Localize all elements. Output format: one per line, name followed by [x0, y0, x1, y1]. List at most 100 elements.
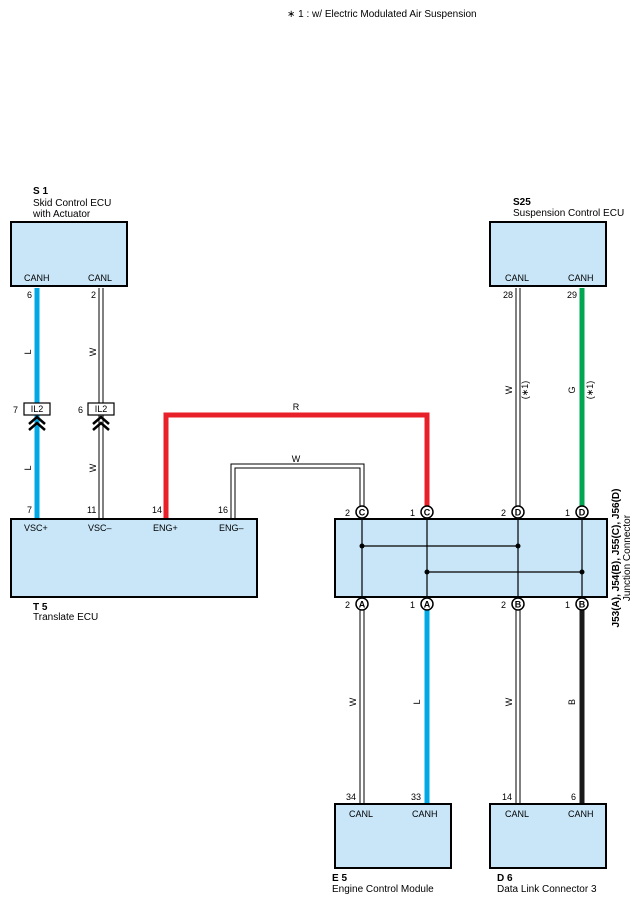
component-e5: 34 33 CANL CANH E 5 Engine Control Modul… [332, 792, 452, 895]
junction-top-letter: C [424, 508, 431, 518]
junction-bottom-num: 2 [345, 600, 350, 610]
e5-num-canl: 34 [346, 792, 356, 802]
t5-name: Translate ECU [33, 612, 98, 623]
junction-dot [424, 569, 430, 575]
component-t5: 7 11 14 16 VSC+ VSC– ENG+ ENG– T 5 Trans… [10, 505, 258, 623]
junction-top-num: 1 [410, 508, 415, 518]
wire-eng-minus [231, 464, 364, 519]
junction-bottom-num: 2 [501, 600, 506, 610]
t5-pin-engp: ENG+ [153, 523, 178, 533]
junction-top-pin [420, 505, 434, 519]
connector-il2-a: 7 IL2 [13, 402, 51, 431]
d6-pin-canl: CANL [505, 809, 529, 819]
wire-label-d6-canl: W [504, 697, 514, 706]
junction-bottom-pin [511, 597, 525, 611]
wire-label-s1-canh-top: L [23, 349, 33, 354]
s1-num-canh: 6 [27, 290, 32, 300]
s1-name-1: Skid Control ECU [33, 198, 111, 209]
d6-num-canl: 14 [502, 792, 512, 802]
t5-box [10, 518, 258, 598]
wire-eng-minus-outline [230, 463, 365, 519]
wire-label-s25-canh-note: (∗1) [585, 381, 595, 400]
junction-top-pin [355, 505, 369, 519]
t5-num-engm: 16 [218, 505, 228, 515]
e5-num-canh: 33 [411, 792, 421, 802]
junction-dot [579, 569, 585, 575]
wire-label-e5-canh: L [412, 699, 422, 704]
junction-bottom-letter: A [424, 600, 431, 610]
s25-box [489, 221, 607, 287]
junction-bottom-letter: A [359, 600, 366, 610]
component-junction: 2 C 1 C 2 D 1 D 2 A 1 A 2 B 1 B J53(A), … [334, 489, 633, 628]
wire-label-d6-canh: B [567, 699, 577, 705]
junction-bottom-pin [575, 597, 589, 611]
e5-pin-canl: CANL [349, 809, 373, 819]
wire-label-s25-canl: W [504, 385, 514, 394]
t5-num-engp: 14 [152, 505, 162, 515]
il2-a-box [23, 402, 51, 416]
e5-pin-canh: CANH [412, 809, 438, 819]
junction-dot [359, 543, 365, 549]
il2-a-chevron-icon [28, 415, 46, 431]
t5-num-vscp: 7 [27, 505, 32, 515]
d6-box [489, 803, 607, 869]
s25-num-canl: 28 [503, 290, 513, 300]
d6-name: Data Link Connector 3 [497, 884, 597, 895]
il2-b-box [87, 402, 115, 416]
s1-box [10, 221, 128, 287]
t5-pin-vscm: VSC– [88, 523, 112, 533]
s1-pin-canl: CANL [88, 273, 112, 283]
e5-id: E 5 [332, 873, 347, 884]
t5-pin-engm: ENG– [219, 523, 244, 533]
junction-bottom-num: 1 [565, 600, 570, 610]
il2-b-chevron-icon [92, 415, 110, 431]
junction-bottom-letter: B [515, 600, 522, 610]
s25-pin-canl: CANL [505, 273, 529, 283]
junction-name: Junction Connector [622, 514, 633, 601]
wire-label-eng-plus: R [293, 402, 300, 412]
s1-pin-canh: CANH [24, 273, 50, 283]
d6-id: D 6 [497, 873, 513, 884]
d6-pin-canh: CANH [568, 809, 594, 819]
junction-bottom-num: 1 [410, 600, 415, 610]
il2-a-label: IL2 [31, 404, 44, 414]
d6-num-canh: 6 [571, 792, 576, 802]
s1-id: S 1 [33, 186, 48, 197]
junction-bottom-pin [355, 597, 369, 611]
junction-box [334, 518, 608, 598]
s25-name: Suspension Control ECU [513, 208, 624, 219]
s1-name-2: with Actuator [32, 209, 91, 220]
t5-pin-vscp: VSC+ [24, 523, 48, 533]
junction-top-num: 2 [345, 508, 350, 518]
junction-top-num: 1 [565, 508, 570, 518]
il2-b-num: 6 [78, 405, 83, 415]
component-s1: S 1 Skid Control ECU with Actuator CANH … [10, 186, 128, 300]
junction-bottom-letter: B [579, 600, 586, 610]
wire-label-e5-canl: W [348, 697, 358, 706]
junction-top-pin [511, 505, 525, 519]
footnote: ∗ 1 : w/ Electric Modulated Air Suspensi… [287, 9, 477, 20]
junction-top-pin [575, 505, 589, 519]
t5-id: T 5 [33, 602, 48, 613]
wire-label-eng-minus: W [292, 454, 301, 464]
junction-id: J53(A), J54(B), J55(C), J56(D) [611, 489, 622, 628]
junction-top-letter: C [359, 508, 366, 518]
wire-label-s1-canl-bot: W [88, 463, 98, 472]
wire-eng-plus [163, 412, 430, 519]
s25-num-canh: 29 [567, 290, 577, 300]
junction-bottom-pin [420, 597, 434, 611]
s25-pin-canh: CANH [568, 273, 594, 283]
junction-top-letter: D [515, 508, 522, 518]
e5-name: Engine Control Module [332, 884, 434, 895]
connector-il2-b: 6 IL2 [78, 402, 115, 431]
s25-id: S25 [513, 197, 531, 208]
s1-num-canl: 2 [91, 290, 96, 300]
wire-label-s1-canl-top: W [88, 347, 98, 356]
wire-label-s25-canh: G [567, 386, 577, 393]
component-d6: 14 6 CANL CANH D 6 Data Link Connector 3 [489, 792, 607, 895]
component-s25: S25 Suspension Control ECU CANL CANH 28 … [489, 197, 624, 300]
wire-label-s25-canl-note: (∗1) [520, 381, 530, 400]
junction-top-letter: D [579, 508, 586, 518]
t5-num-vscm: 11 [87, 505, 96, 515]
